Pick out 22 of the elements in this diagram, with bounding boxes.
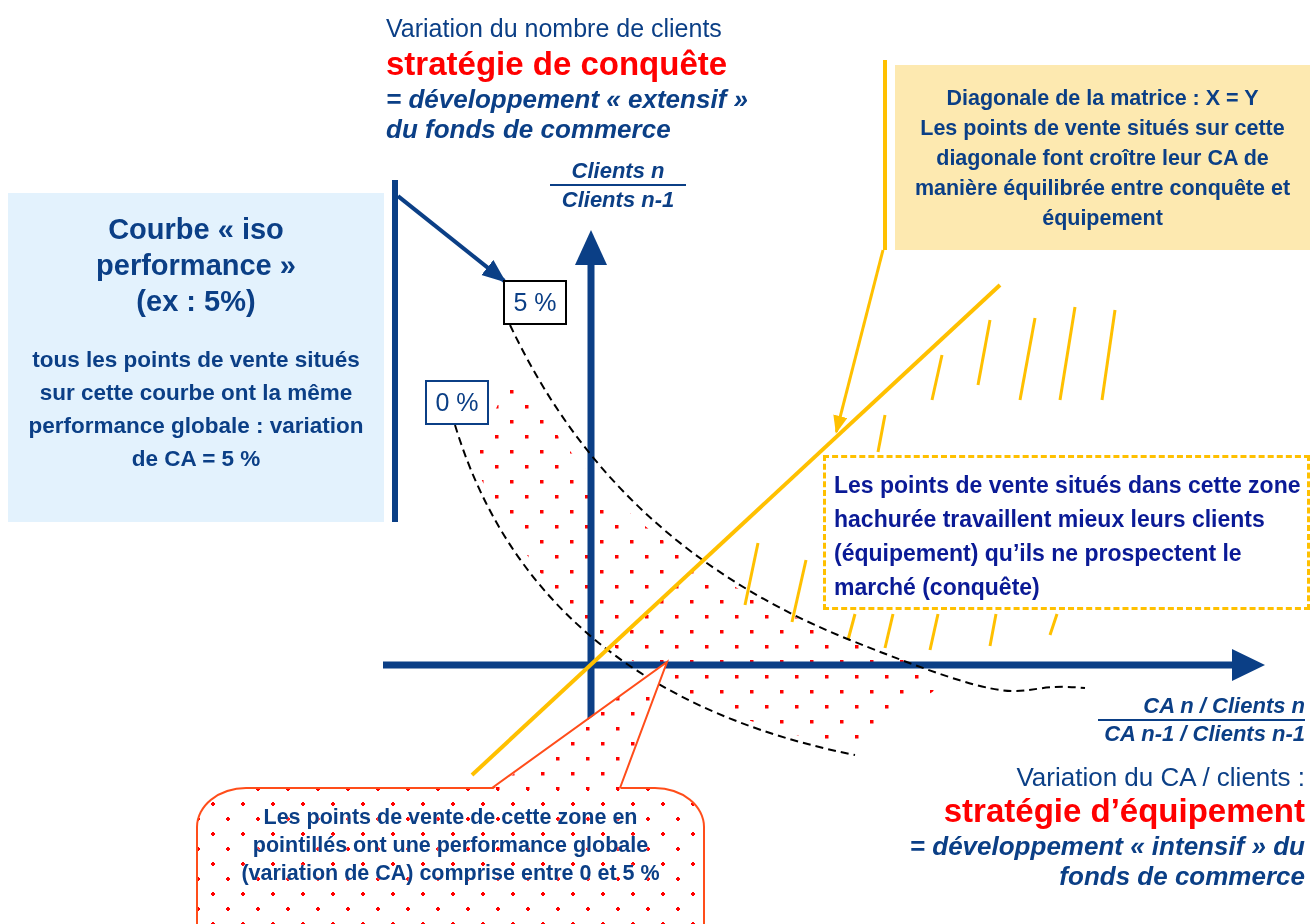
arrow <box>396 194 507 283</box>
axis-label: CA n-1 / Clients n-1 <box>1103 721 1305 747</box>
strategy-title: stratégie de conquête <box>386 45 729 83</box>
note-heading: Courbe « iso performance » (ex : 5%) <box>95 212 297 319</box>
strategy-title: stratégie d’équipement <box>942 792 1305 830</box>
dashed-note-box <box>823 455 1310 610</box>
leader-arrow <box>833 249 885 434</box>
note-text: Les points de vente situés dans cette zone hachurée travaillent mieux leurs clients (équipement) qu’ils ne prospectent le marché (conquête) <box>834 471 1302 602</box>
value-label: 0 % <box>435 388 479 417</box>
value-box <box>425 380 489 425</box>
note-heading: Diagonale de la matrice : X = Y <box>945 84 1260 112</box>
strategy-description: = développement « extensif » du fonds de commerce <box>386 84 749 144</box>
axis-label: Clients n <box>570 158 666 184</box>
axis-label: Clients n-1 <box>560 187 676 213</box>
axis-label: CA n / Clients n <box>1142 693 1305 719</box>
axis-caption: Variation du CA / clients : <box>1015 762 1305 792</box>
strategy-description: = développement « intensif » du fonds de commerce <box>908 831 1305 891</box>
note-text: tous les points de vente situés sur cette courbe ont la même performance globale : variation de CA = 5 % <box>27 346 365 473</box>
axis-caption: Variation du nombre de clients <box>386 13 723 43</box>
bubble-text: Les points de vente de cette zone en pointillés ont une performance globale (variation de CA) comprise entre 0 et 5 % <box>240 804 661 887</box>
value-label: 5 % <box>513 288 557 317</box>
note-text: Les points de vente situés sur cette diagonale font croître leur CA de manière équilibrée entre conquête et équipement <box>913 114 1292 232</box>
